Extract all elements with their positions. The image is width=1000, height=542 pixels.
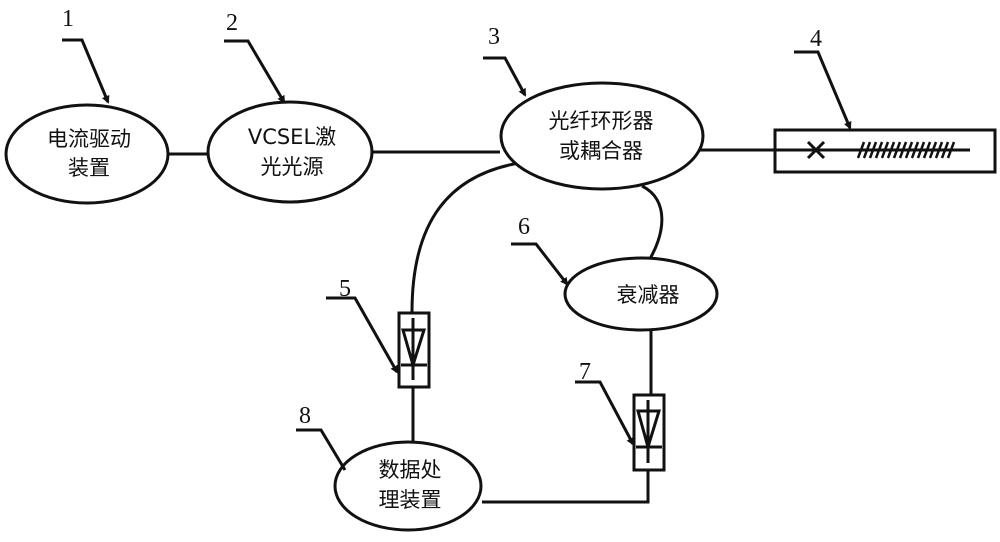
callout-numbers: 1 2 3 4 5 6 7 8 — [62, 6, 822, 429]
callout-number-2: 2 — [226, 10, 238, 36]
vcsel-laser-source: VCSEL激 光光源 — [206, 100, 374, 204]
callout-number-4: 4 — [810, 26, 822, 52]
current-driver-label-line2: 装置 — [68, 156, 110, 180]
grating-marks-icon — [856, 141, 956, 159]
splice-x-icon — [806, 140, 826, 160]
grating-mark — [874, 141, 884, 159]
link-7-8 — [482, 470, 650, 504]
grating-mark — [940, 141, 950, 159]
vcsel-label-line1: VCSEL激 — [248, 125, 336, 149]
vcsel-label-line2: 光光源 — [261, 155, 324, 179]
callout-number-1: 1 — [62, 6, 74, 32]
fiber-grating-sensor — [773, 128, 997, 174]
current-driver-label-line1: 电流驱动 — [47, 127, 131, 151]
grating-mark — [886, 141, 896, 159]
callout-leader-2 — [224, 39, 286, 104]
grating-mark — [922, 141, 932, 159]
circulator-label-line1: 光纤环形器 — [549, 109, 654, 133]
callout-leader-5 — [326, 296, 399, 374]
callout-number-5: 5 — [339, 276, 351, 302]
grating-mark — [856, 141, 866, 159]
data-processing-device: 数据处 理装置 — [333, 440, 483, 532]
grating-mark — [862, 141, 872, 159]
callout-leader-8 — [296, 428, 347, 471]
photodetector-5 — [397, 311, 431, 389]
link-3-5 — [410, 161, 520, 313]
callout-leader-7 — [575, 380, 635, 446]
link-3-6 — [641, 184, 664, 263]
photodetector-7 — [632, 393, 666, 472]
fiber-circulator-coupler: 光纤环形器 或耦合器 — [499, 81, 705, 191]
grating-mark — [880, 141, 890, 159]
attenuator-label: 衰减器 — [617, 283, 680, 307]
vcsel-ellipse — [206, 100, 374, 204]
circulator-ellipse — [499, 81, 705, 191]
data-processing-label-line1: 数据处 — [379, 458, 442, 482]
callout-number-6: 6 — [518, 214, 530, 240]
grating-mark — [916, 141, 926, 159]
current-driver-ellipse — [4, 103, 170, 205]
current-driver: 电流驱动 装置 — [4, 103, 170, 205]
photodiode-triangle-icon — [401, 328, 427, 371]
grating-mark — [892, 141, 902, 159]
data-processing-label-line2: 理装置 — [379, 488, 442, 512]
callout-leader-1 — [62, 38, 110, 104]
grating-mark — [904, 141, 914, 159]
grating-mark — [868, 141, 878, 159]
circulator-label-line2: 或耦合器 — [559, 139, 643, 163]
callout-leader-3 — [483, 56, 527, 97]
photodiode-box — [632, 393, 666, 472]
photodiode-triangle-icon — [636, 409, 662, 453]
callout-number-7: 7 — [579, 359, 591, 385]
photodiode-box — [397, 311, 431, 389]
grating-mark — [928, 141, 938, 159]
grating-mark — [934, 141, 944, 159]
attenuator: 衰减器 — [563, 256, 719, 332]
data-processing-ellipse — [333, 440, 483, 532]
callout-number-3: 3 — [488, 24, 500, 50]
connections — [168, 148, 775, 504]
callout-number-8: 8 — [299, 403, 311, 429]
grating-mark — [910, 141, 920, 159]
callout-leader-6 — [511, 242, 569, 286]
callouts — [62, 38, 852, 471]
attenuator-ellipse — [563, 256, 719, 332]
grating-mark — [898, 141, 908, 159]
grating-mark — [946, 141, 956, 159]
callout-leader-4 — [794, 50, 852, 130]
